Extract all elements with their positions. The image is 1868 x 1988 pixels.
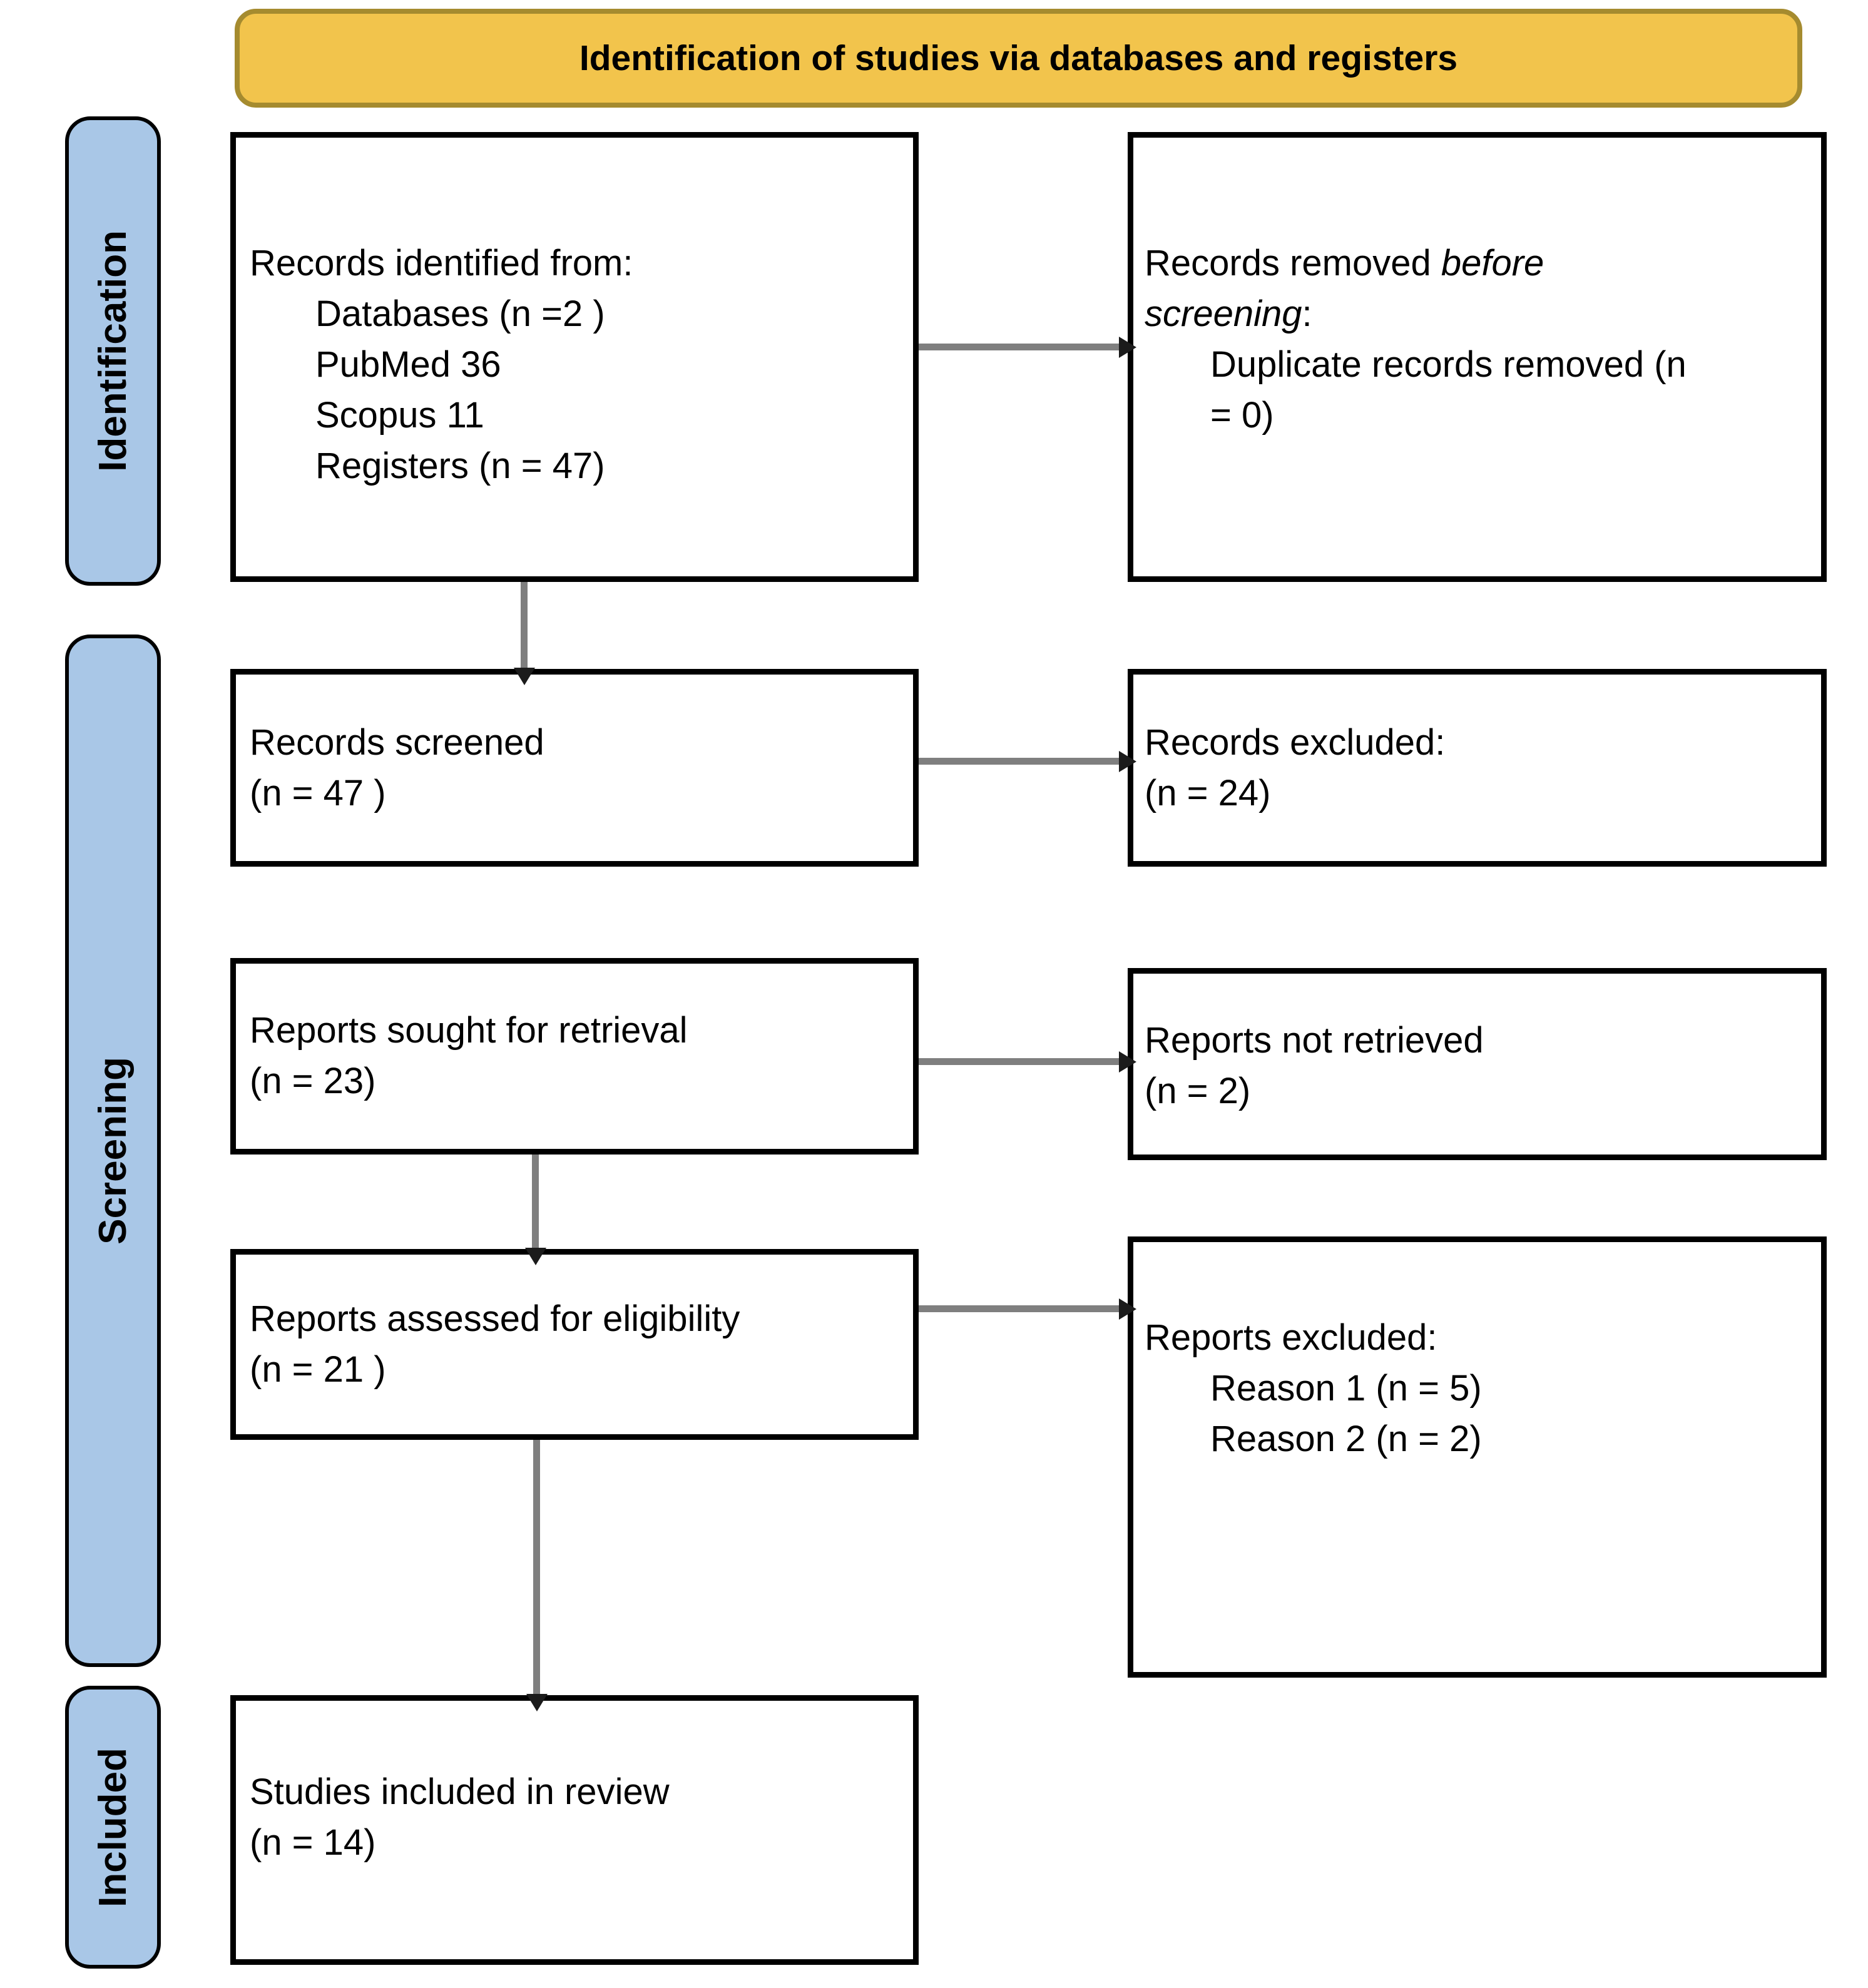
records-removed-line1: Records removed before — [1145, 238, 1815, 288]
records-removed-prefix: Records removed — [1145, 243, 1441, 283]
records-screened-count: (n = 47 ) — [250, 773, 386, 813]
right-arrow-icon — [1119, 1051, 1136, 1073]
diagram-title: Identification of studies via databases … — [579, 38, 1458, 78]
box-reports-sought: Reports sought for retrieval (n = 23) — [230, 958, 919, 1155]
stage-screening-text: Screening — [91, 1057, 135, 1245]
reports-excluded-reason2: Reason 2 (n = 2) — [1210, 1419, 1482, 1459]
down-arrow-icon — [526, 1694, 548, 1711]
box-records-screened: Records screened (n = 47 ) — [230, 669, 919, 867]
reports-assessed-count: (n = 21 ) — [250, 1349, 386, 1390]
box-records-excluded: Records excluded: (n = 24) — [1128, 669, 1827, 867]
stage-identification-text: Identification — [91, 230, 135, 472]
records-screened-line: Records screened — [250, 722, 544, 763]
duplicate-records-count: = 0) — [1210, 395, 1274, 436]
connector-sought-to-not-retrieved — [919, 1051, 1136, 1073]
reports-excluded-line: Reports excluded: — [1145, 1317, 1437, 1358]
records-removed-before-italic: before — [1441, 243, 1544, 283]
box-records-removed: Records removed before screening: Duplic… — [1128, 132, 1827, 582]
connector-sought-to-assessed — [524, 1155, 546, 1265]
connector-assessed-to-included — [526, 1440, 548, 1711]
records-excluded-line: Records excluded: — [1145, 722, 1446, 763]
box-records-identified: Records identified from: Databases (n =2… — [230, 132, 919, 582]
duplicate-records-line: Duplicate records removed (n — [1210, 344, 1687, 385]
studies-included-count: (n = 14) — [250, 1822, 376, 1863]
stage-label-identification: Identification — [65, 116, 161, 586]
box-reports-not-retrieved: Reports not retrieved (n = 2) — [1128, 968, 1827, 1160]
reports-sought-line: Reports sought for retrieval — [250, 1010, 688, 1051]
records-excluded-count: (n = 24) — [1145, 773, 1271, 813]
right-arrow-icon — [1119, 1298, 1136, 1320]
down-arrow-icon — [513, 668, 535, 685]
stage-included-text: Included — [91, 1747, 135, 1907]
reports-not-retrieved-count: (n = 2) — [1145, 1071, 1251, 1111]
right-arrow-icon — [1119, 336, 1136, 358]
records-removed-screening-italic: screening — [1145, 293, 1302, 334]
box-reports-assessed: Reports assessed for eligibility (n = 21… — [230, 1249, 919, 1440]
connector-identified-to-removed — [919, 336, 1136, 358]
stage-label-included: Included — [65, 1686, 161, 1969]
reports-assessed-line: Reports assessed for eligibility — [250, 1298, 740, 1339]
diagram-title-banner: Identification of studies via databases … — [235, 9, 1802, 108]
down-arrow-icon — [524, 1248, 546, 1265]
records-identified-line: Records identified from: — [250, 243, 633, 283]
reports-excluded-reason1: Reason 1 (n = 5) — [1210, 1368, 1482, 1409]
right-arrow-icon — [1119, 750, 1136, 772]
records-removed-line2: screening: — [1145, 288, 1815, 339]
reports-sought-count: (n = 23) — [250, 1061, 376, 1101]
reports-not-retrieved-line: Reports not retrieved — [1145, 1020, 1484, 1061]
records-identified-databases: Databases (n =2 ) — [315, 293, 605, 334]
records-identified-scopus: Scopus 11 — [315, 395, 484, 436]
records-identified-pubmed: PubMed 36 — [315, 344, 501, 385]
box-studies-included: Studies included in review (n = 14) — [230, 1695, 919, 1965]
stage-label-screening: Screening — [65, 635, 161, 1667]
records-identified-registers: Registers (n = 47) — [315, 446, 605, 486]
connector-identified-to-screened — [513, 582, 535, 685]
box-reports-excluded: Reports excluded: Reason 1 (n = 5) Reaso… — [1128, 1236, 1827, 1678]
connector-screened-to-excluded — [919, 750, 1136, 772]
studies-included-line: Studies included in review — [250, 1771, 670, 1812]
connector-assessed-to-reports-excluded — [919, 1298, 1136, 1320]
records-removed-colon: : — [1302, 293, 1312, 334]
